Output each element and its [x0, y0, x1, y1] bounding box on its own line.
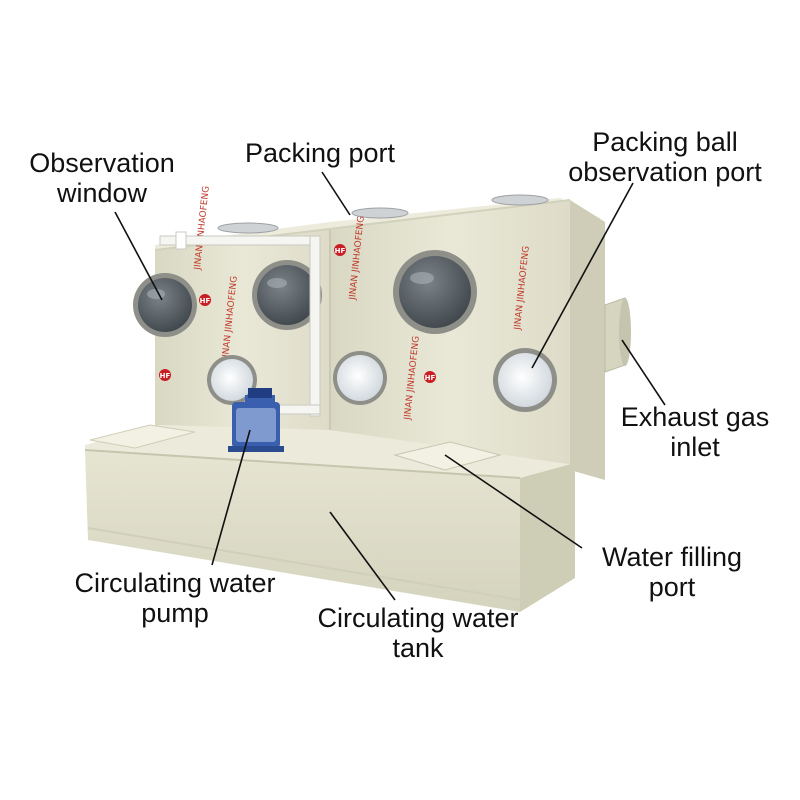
logo-badges: HF HF HF HF	[159, 244, 436, 383]
packing-ball-window-3	[493, 348, 557, 412]
label-line: Circulating water	[317, 603, 519, 633]
label-line: tank	[392, 633, 444, 663]
leader-circulating-water-tank	[329, 511, 396, 601]
label-line: Packing port	[244, 138, 396, 168]
label-line: inlet	[670, 432, 720, 462]
logo-badge-text: HF	[335, 247, 346, 255]
pvc-pipe	[159, 231, 321, 417]
label-line: Observation	[29, 148, 175, 178]
circulating-water-tank	[84, 424, 575, 612]
label-line: Exhaust gas	[620, 402, 770, 432]
logo-badge-text: HF	[160, 372, 171, 380]
leader-lines	[114, 171, 666, 601]
logo-badge-text: HF	[425, 374, 436, 382]
label-line: window	[56, 178, 148, 208]
side-panel	[570, 200, 605, 480]
leader-exhaust-gas-inlet	[621, 339, 666, 406]
label-circulating-water-tank: Circulating water tank	[298, 603, 538, 663]
observation-window-1	[133, 273, 197, 337]
leader-circulating-water-pump	[211, 429, 251, 566]
packing-ball-windows	[207, 348, 557, 412]
logo-badge	[199, 294, 211, 306]
label-exhaust-gas-inlet: Exhaust gas inlet	[610, 402, 780, 462]
label-line: port	[648, 572, 696, 602]
label-observation-window: Observation window	[12, 148, 192, 208]
leader-packing-ball-port	[531, 182, 634, 369]
label-circulating-water-pump: Circulating water pump	[60, 568, 290, 628]
leader-packing-port	[321, 171, 351, 216]
logo-badge	[334, 244, 346, 256]
leader-observation-window	[114, 211, 163, 301]
front-panel-right	[330, 200, 570, 470]
label-packing-ball-observation-port: Packing ball observation port	[540, 127, 790, 187]
label-line: Water filling	[601, 542, 743, 572]
observation-windows	[133, 250, 477, 337]
label-packing-port: Packing port	[230, 138, 410, 168]
logo-badge	[159, 369, 171, 381]
observation-window-3	[393, 250, 477, 334]
label-line: Circulating water	[74, 568, 276, 598]
circulating-water-pump	[228, 388, 284, 452]
packing-port-disks	[217, 194, 549, 234]
label-water-filling-port: Water filling port	[582, 542, 762, 602]
label-line: pump	[141, 598, 209, 628]
logo-badge	[424, 371, 436, 383]
label-line: observation port	[568, 157, 762, 187]
exhaust-gas-inlet-duct	[604, 297, 631, 373]
logo-badge-text: HF	[200, 297, 211, 305]
packing-ball-window-1	[207, 355, 257, 405]
label-line: Packing ball	[592, 127, 738, 157]
leader-water-filling-port	[444, 454, 583, 549]
observation-window-2	[252, 260, 322, 330]
packing-ball-window-2	[333, 351, 387, 405]
